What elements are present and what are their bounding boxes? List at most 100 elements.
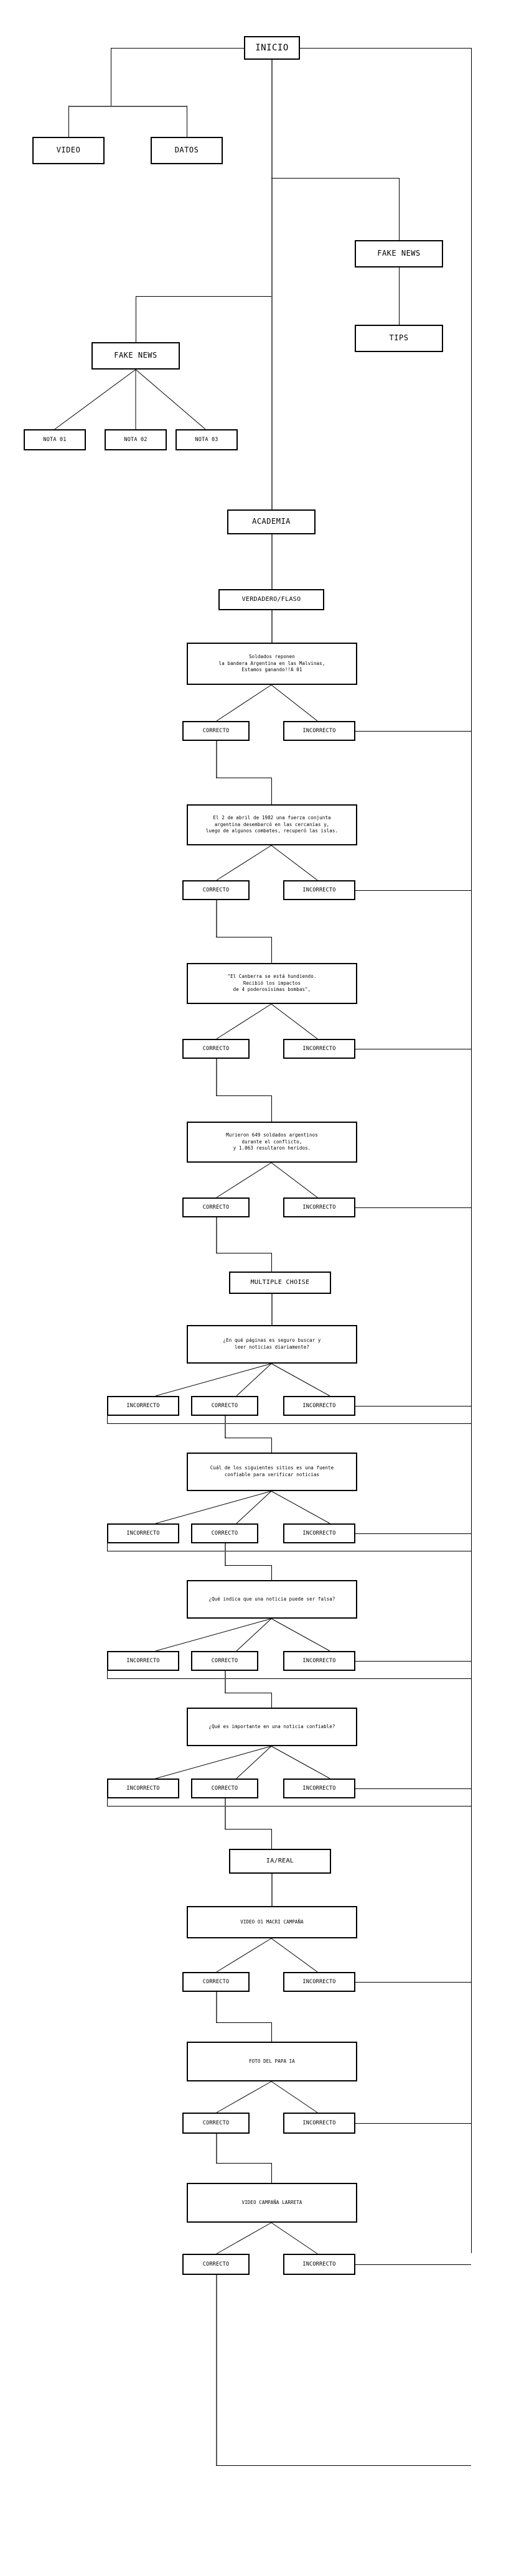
question-card-vf-2: El 2 de abril de 1982 una fuerza conjunt… <box>187 804 357 845</box>
edge-correcto-ia-1-down <box>216 1992 217 2023</box>
edge-incorrecto-vf-2-return <box>355 890 471 891</box>
answer-correcto-mc-1[interactable]: CORRECTO <box>191 1396 258 1416</box>
edge-to-fakenews-right <box>271 178 400 179</box>
answer-incorrecto-ia-1[interactable]: INCORRECTO <box>283 1972 355 1992</box>
answer-incorrecto-right-mc-3[interactable]: INCORRECTO <box>283 1651 355 1671</box>
node-nota-01[interactable]: NOTA 01 <box>24 429 86 450</box>
answer-incorrecto-left-mc-3[interactable]: INCORRECTO <box>107 1651 179 1671</box>
node-video[interactable]: VIDEO <box>32 137 105 164</box>
answer-incorrecto-left-mc-1[interactable]: INCORRECTO <box>107 1396 179 1416</box>
node-nota-03[interactable]: NOTA 03 <box>175 429 238 450</box>
edge-correcto-vf-4-down <box>216 1217 217 1253</box>
edge-trunk-to-academia <box>271 296 273 509</box>
edge-correcto-ia-2-jog <box>216 2163 271 2164</box>
edge-correcto-vf-3-down <box>216 1059 217 1096</box>
edge-correcto-ia-1-into-item2 <box>271 2022 272 2042</box>
answer-incorrecto-vf-4[interactable]: INCORRECTO <box>283 1197 355 1217</box>
node-academia[interactable]: ACADEMIA <box>227 509 316 534</box>
node-inicio[interactable]: INICIO <box>244 36 300 60</box>
answer-incorrecto-left-mc-2[interactable]: INCORRECTO <box>107 1523 179 1543</box>
edge-mc4-fanout <box>155 1746 330 1779</box>
node-ia-real[interactable]: IA/REAL <box>229 1849 331 1874</box>
answer-correcto-mc-4[interactable]: CORRECTO <box>191 1779 258 1798</box>
edge-correcto-mc-1-down <box>225 1416 226 1438</box>
edge-incorrecto-left-mc-2-drop <box>107 1543 108 1551</box>
edge-incorrecto-left-mc-3-drop <box>107 1671 108 1678</box>
node-nota-02[interactable]: NOTA 02 <box>105 429 167 450</box>
edge-to-video <box>68 106 69 137</box>
edge-final-correcto-down <box>216 2275 217 2466</box>
edge-mc2-fanout <box>155 1490 330 1524</box>
edge-inicio-left <box>111 48 244 49</box>
edge-incorrecto-ia-2-return <box>355 2123 471 2124</box>
edge-iareal-to-item1 <box>271 1874 273 1906</box>
edge-mc1-fanout <box>155 1363 330 1397</box>
edge-correcto-ia-1-jog <box>216 2022 271 2023</box>
edge-return-rail <box>471 48 472 2253</box>
edge-fakenews-right-to-tips <box>399 267 400 325</box>
answer-incorrecto-vf-1[interactable]: INCORRECTO <box>283 721 355 741</box>
edge-ia3-fanout <box>216 2222 318 2254</box>
edge-incorrecto-left-mc-1-return <box>107 1423 471 1424</box>
edge-correcto-mc-4-down <box>225 1798 226 1830</box>
edge-correcto-mc-3-down <box>225 1671 226 1693</box>
edge-correcto-ia-2-into-item3 <box>271 2163 272 2183</box>
edge-vf1-fanout <box>216 684 318 722</box>
node-multiple-choise[interactable]: MULTIPLE CHOISE <box>229 1272 331 1294</box>
answer-incorrecto-left-mc-4[interactable]: INCORRECTO <box>107 1779 179 1798</box>
node-tips[interactable]: TIPS <box>355 325 443 352</box>
edge-correcto-mc-4-into-iareal <box>271 1829 272 1849</box>
answer-incorrecto-vf-3[interactable]: INCORRECTO <box>283 1039 355 1059</box>
edge-notas-fanout <box>54 369 206 430</box>
node-fake-news-right[interactable]: FAKE NEWS <box>355 240 443 267</box>
edge-incorrecto-ia-3-return <box>355 2264 471 2265</box>
node-fake-news-left[interactable]: FAKE NEWS <box>91 342 180 370</box>
edge-correcto-vf-2-into-q3 <box>271 937 272 963</box>
answer-correcto-vf-1[interactable]: CORRECTO <box>182 721 250 741</box>
question-card-mc-1: ¿En qué páginas es seguro buscar y leer … <box>187 1325 357 1364</box>
edge-vf4-fanout <box>216 1162 318 1198</box>
answer-correcto-vf-4[interactable]: CORRECTO <box>182 1197 250 1217</box>
answer-correcto-ia-2[interactable]: CORRECTO <box>182 2113 250 2134</box>
edge-incorrecto-left-mc-1-drop <box>107 1416 108 1423</box>
answer-incorrecto-right-mc-4[interactable]: INCORRECTO <box>283 1779 355 1798</box>
edge-vf-to-q1 <box>271 610 273 643</box>
answer-correcto-mc-2[interactable]: CORRECTO <box>191 1523 258 1543</box>
answer-incorrecto-right-mc-2[interactable]: INCORRECTO <box>283 1523 355 1543</box>
edge-incorrecto-right-mc-2-return <box>355 1533 471 1534</box>
node-verdadero-falso[interactable]: VERDADERO/FLASO <box>218 589 324 610</box>
answer-incorrecto-vf-2[interactable]: INCORRECTO <box>283 880 355 900</box>
edge-correcto-mc-4-jog <box>225 1829 271 1830</box>
answer-correcto-vf-3[interactable]: CORRECTO <box>182 1039 250 1059</box>
question-card-mc-3: ¿Qué indica que una noticia puede ser fa… <box>187 1580 357 1619</box>
edge-vf3-fanout <box>216 1003 318 1039</box>
answer-incorrecto-ia-3[interactable]: INCORRECTO <box>283 2254 355 2275</box>
edge-correcto-vf-3-jog <box>216 1095 271 1096</box>
answer-correcto-vf-2[interactable]: CORRECTO <box>182 880 250 900</box>
question-card-vf-3: "El Canberra se está hundiendo. Recibió … <box>187 963 357 1004</box>
edge-correcto-mc-2-jog <box>225 1565 271 1566</box>
edge-final-bottom-rail <box>216 2465 471 2466</box>
answer-correcto-mc-3[interactable]: CORRECTO <box>191 1651 258 1671</box>
answer-incorrecto-right-mc-1[interactable]: INCORRECTO <box>283 1396 355 1416</box>
edge-correcto-vf-2-down <box>216 900 217 937</box>
edge-correcto-mc-2-down <box>225 1543 226 1566</box>
answer-correcto-ia-1[interactable]: CORRECTO <box>182 1972 250 1992</box>
node-datos[interactable]: DATOS <box>151 137 223 164</box>
edge-correcto-mc-2-into-q3 <box>271 1565 272 1580</box>
edge-vf2-fanout <box>216 845 318 881</box>
edge-correcto-mc-3-into-q4 <box>271 1693 272 1708</box>
question-card-mc-2: Cuál de los siguientes sitios es una fue… <box>187 1453 357 1491</box>
edge-correcto-ia-2-down <box>216 2134 217 2164</box>
answer-incorrecto-ia-2[interactable]: INCORRECTO <box>283 2113 355 2134</box>
edge-incorrecto-right-mc-3-return <box>355 1661 471 1662</box>
edge-correcto-vf-4-into-mc <box>271 1253 272 1272</box>
edge-inicio-right <box>300 48 472 49</box>
edge-correcto-vf-1-into-q2 <box>271 778 272 804</box>
question-card-vf-1: Soldados reponen la bandera Argentina en… <box>187 643 357 685</box>
media-card-ia-3: VIDEO CAMPAÑA LARRETA <box>187 2183 357 2223</box>
question-card-vf-4: Murieron 649 soldados argentinos durante… <box>187 1122 357 1163</box>
edge-incorrecto-vf-1-return <box>355 731 471 732</box>
answer-correcto-ia-3[interactable]: CORRECTO <box>182 2254 250 2275</box>
